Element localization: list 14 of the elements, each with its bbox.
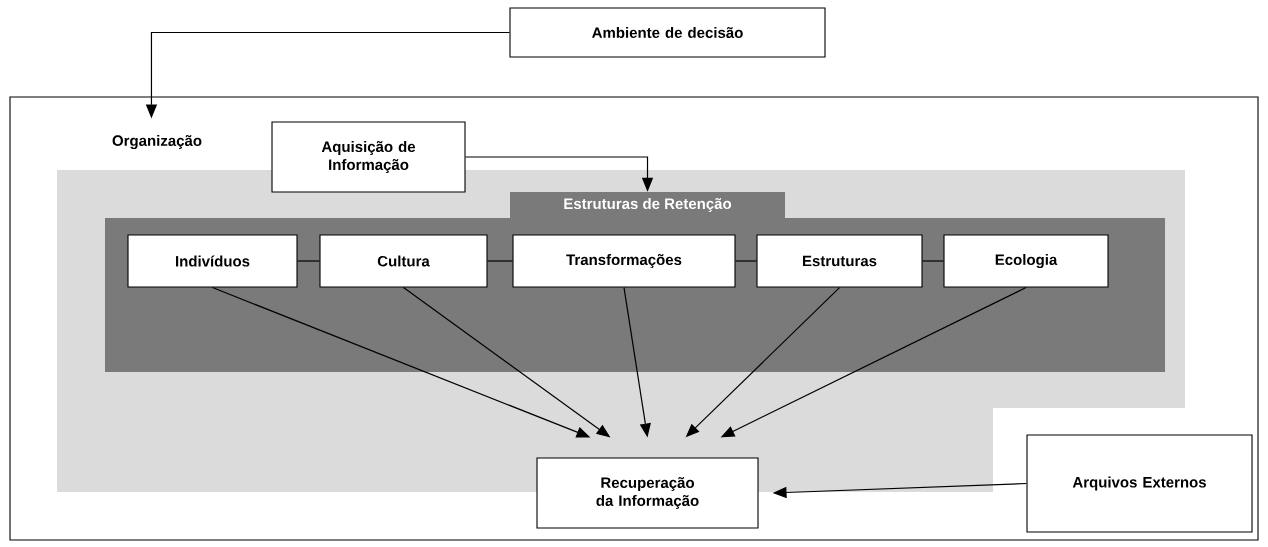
process-box: Recuperação da Informação bbox=[536, 457, 759, 529]
element-box: Cultura bbox=[319, 234, 488, 288]
element-box: Indivíduos bbox=[127, 234, 298, 288]
connector-line bbox=[486, 260, 514, 262]
process-box: Aquisição de Informação bbox=[271, 121, 466, 193]
element-box: Ecologia bbox=[943, 234, 1109, 288]
connector-line bbox=[296, 260, 321, 262]
source-box: Arquivos Externos bbox=[1026, 434, 1253, 533]
element-box: Transformações bbox=[512, 234, 736, 288]
node-label: Estruturas de Retenção bbox=[564, 198, 732, 212]
connector-line bbox=[734, 260, 758, 262]
element-box: Estruturas bbox=[756, 234, 923, 288]
environment-box: Ambiente de decisão bbox=[509, 7, 826, 58]
connector-line bbox=[921, 260, 945, 262]
